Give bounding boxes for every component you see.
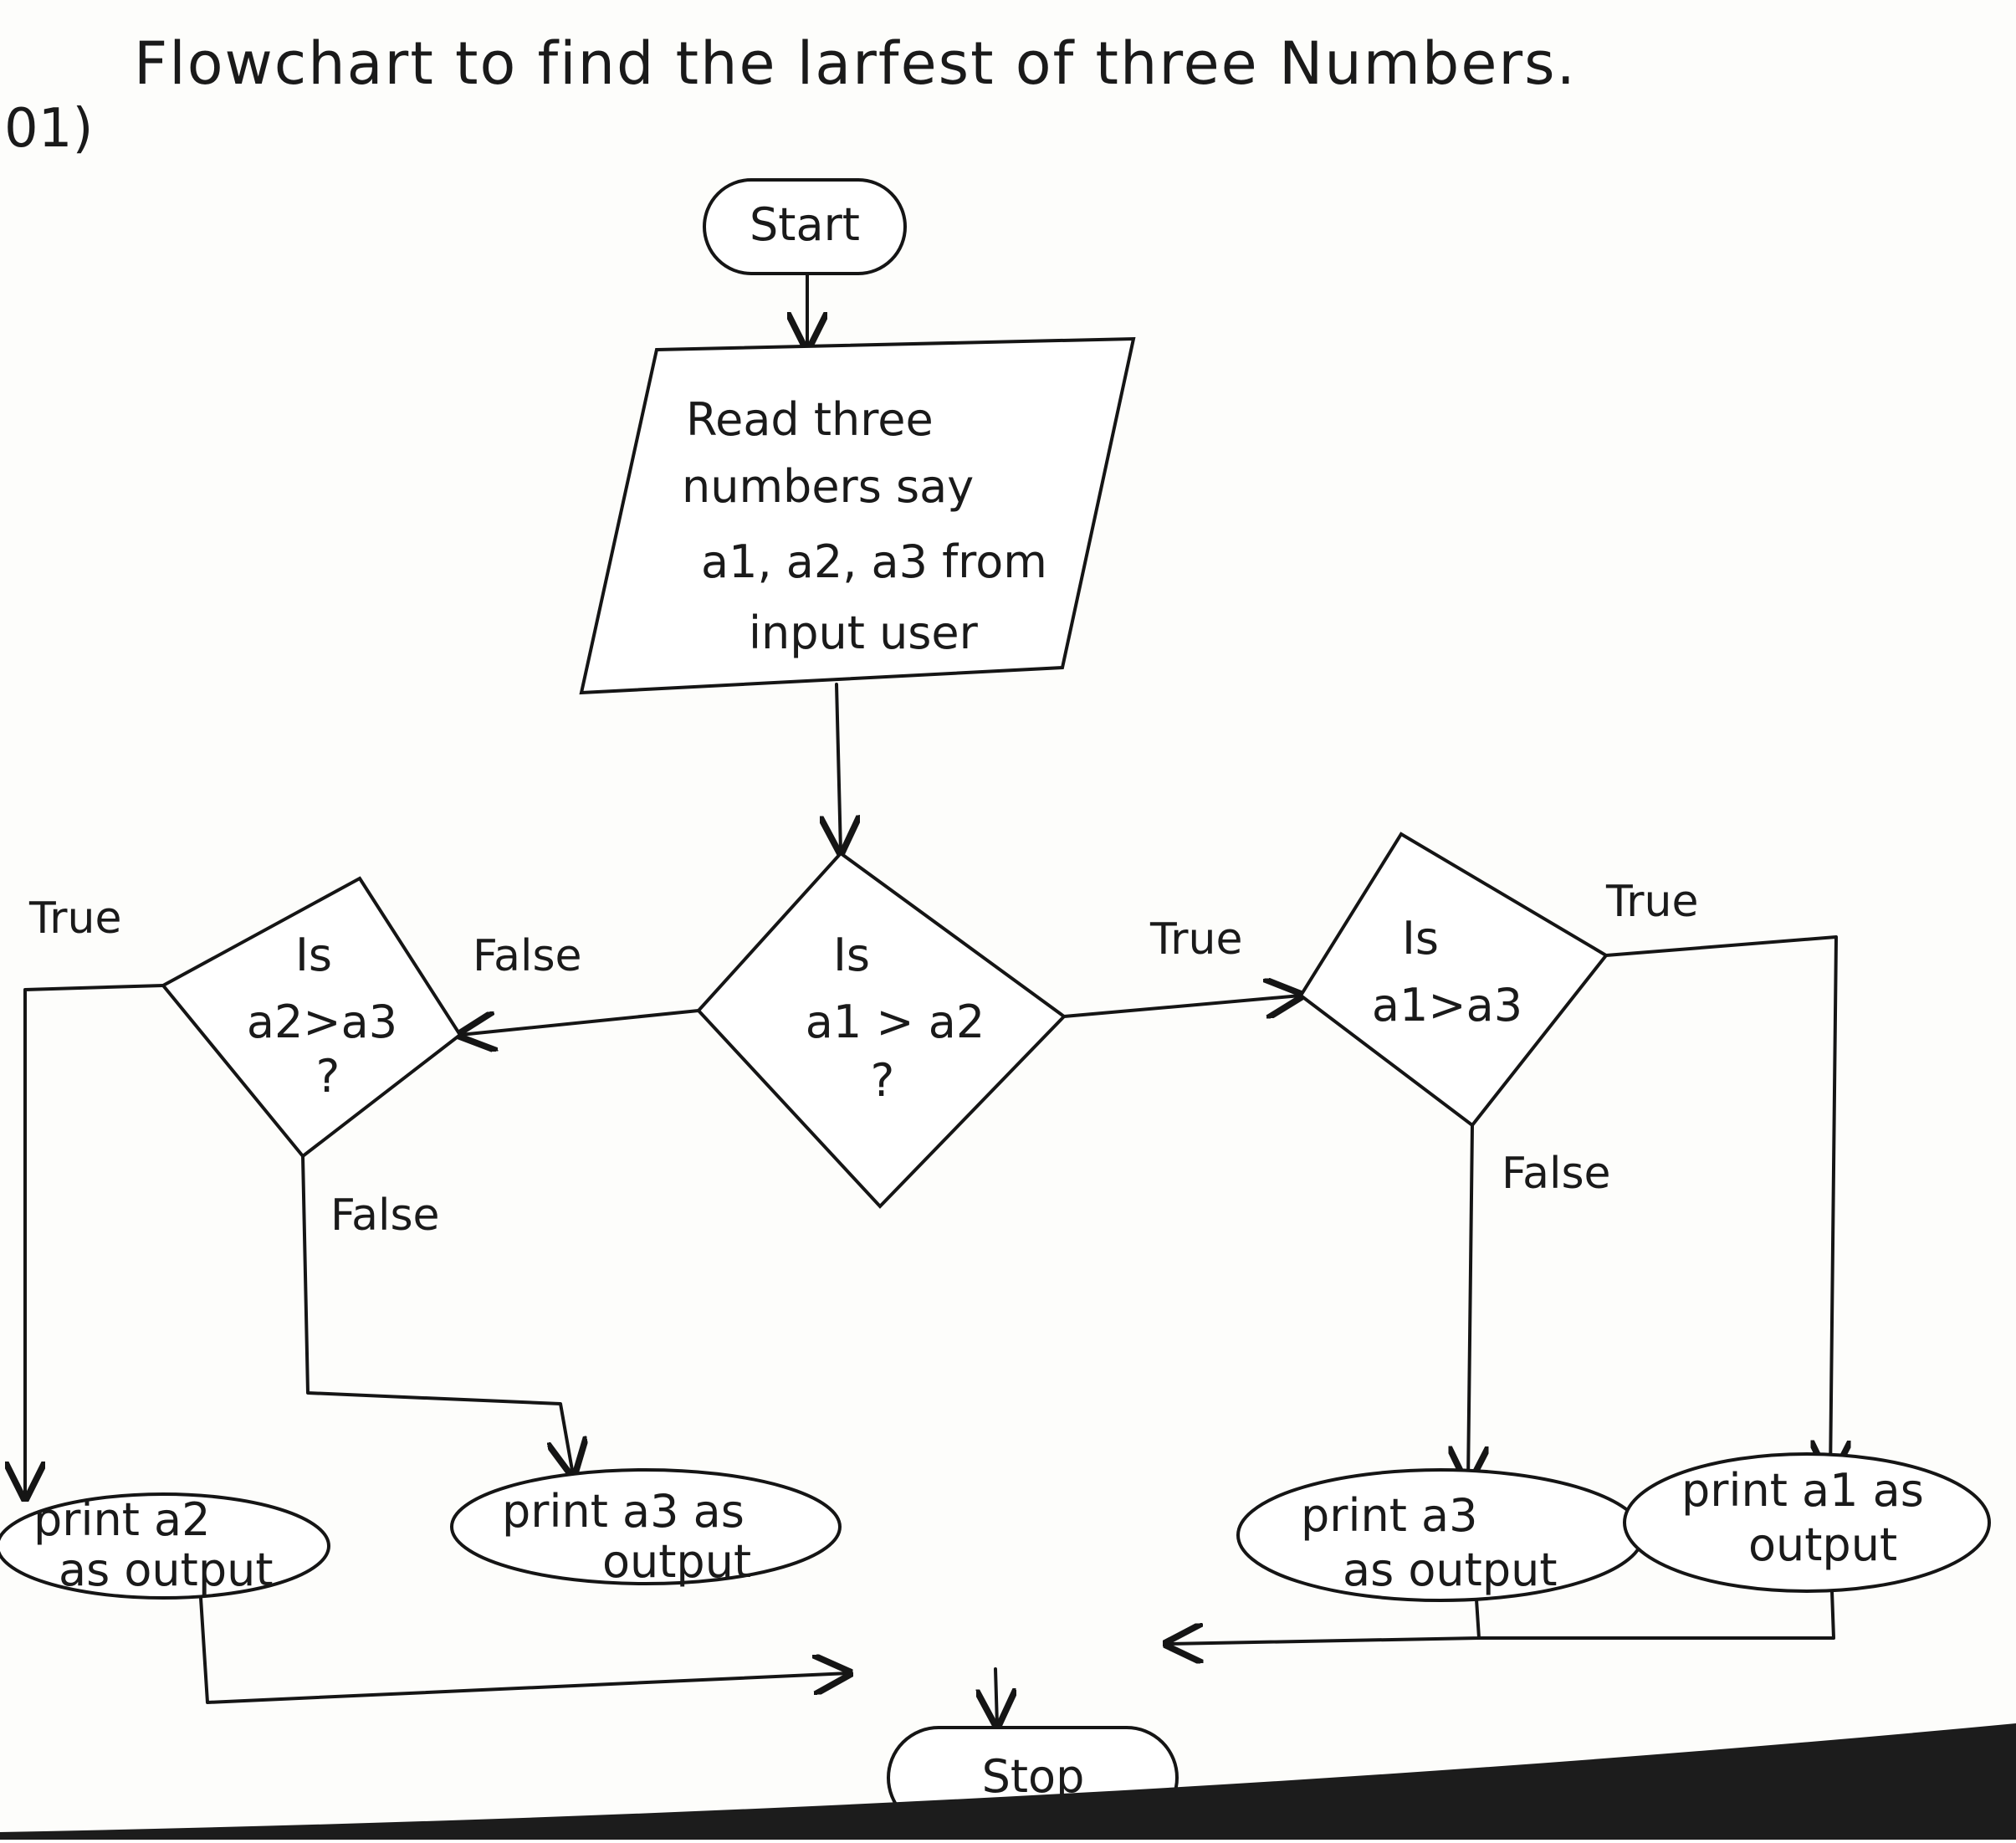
decision-left: Is a2>a3 ? bbox=[160, 876, 463, 1159]
print-a1-line-1: print a1 as bbox=[1681, 1464, 1924, 1517]
decision-left-line-1: Is bbox=[295, 929, 332, 981]
page-title: Flowchart to find the larfest of three N… bbox=[134, 29, 1577, 98]
edge-print-a3-right-merge bbox=[1167, 1598, 1481, 1644]
print-a3-left-line-2: output bbox=[602, 1535, 751, 1588]
print-a1-line-2: output bbox=[1748, 1518, 1897, 1571]
edge-label-main-false: False bbox=[473, 931, 582, 981]
decision-right-line-2: a1>a3 bbox=[1372, 979, 1522, 1032]
start-label: Start bbox=[750, 198, 860, 251]
input-line-3: a1, a2, a3 from bbox=[701, 535, 1047, 588]
print-a3-right-line-2: as output bbox=[1343, 1544, 1558, 1596]
print-a3-right-node: print a3 as output bbox=[1236, 1468, 1645, 1602]
print-a3-left-line-1: print a3 as bbox=[502, 1485, 744, 1538]
print-a2-line-2: as output bbox=[59, 1544, 274, 1596]
start-node: Start bbox=[703, 178, 907, 275]
edge-left-true bbox=[25, 984, 165, 1497]
edge-label-left-false: False bbox=[330, 1190, 440, 1241]
edge-print-a2-merge bbox=[199, 1596, 849, 1704]
print-a2-node: print a2 as output bbox=[0, 1492, 330, 1600]
decision-main: Is a1 > a2 ? bbox=[696, 851, 1067, 1209]
edge-input-decision bbox=[837, 683, 841, 852]
edge-merge-stop bbox=[995, 1667, 997, 1725]
edge-left-false bbox=[301, 1154, 573, 1475]
edge-main-false bbox=[460, 1009, 700, 1035]
print-a2-line-1: print a2 bbox=[33, 1493, 211, 1546]
print-a3-left-node: print a3 as output bbox=[450, 1468, 842, 1588]
decision-left-line-2: a2>a3 bbox=[247, 996, 397, 1048]
edge-print-a1-merge bbox=[1477, 1590, 1835, 1640]
input-line-4: input user bbox=[749, 607, 979, 659]
decision-main-line-3: ? bbox=[871, 1054, 895, 1107]
input-node: Read three numbers say a1, a2, a3 from i… bbox=[579, 336, 1136, 695]
decision-left-line-3: ? bbox=[316, 1050, 340, 1103]
edge-main-true bbox=[1062, 996, 1301, 1016]
edge-label-right-false: False bbox=[1502, 1149, 1611, 1199]
page-bottom-shadow bbox=[0, 1723, 2016, 1840]
edge-right-true bbox=[1604, 935, 1836, 1477]
decision-main-line-2: a1 > a2 bbox=[806, 996, 985, 1048]
decision-main-line-1: Is bbox=[833, 929, 870, 981]
edge-label-left-true: True bbox=[28, 893, 121, 944]
input-line-2: numbers say bbox=[682, 460, 974, 513]
print-a3-right-line-1: print a3 bbox=[1301, 1489, 1478, 1542]
decision-right-line-1: Is bbox=[1402, 912, 1439, 965]
edge-label-right-true: True bbox=[1605, 877, 1698, 927]
input-line-1: Read three bbox=[686, 393, 934, 446]
edge-label-main-true: True bbox=[1149, 914, 1242, 965]
question-number: 01) bbox=[4, 98, 93, 160]
decision-right: Is a1>a3 bbox=[1298, 832, 1609, 1128]
edge-right-false bbox=[1468, 1124, 1472, 1482]
print-a1-node: print a1 as output bbox=[1623, 1452, 1991, 1593]
